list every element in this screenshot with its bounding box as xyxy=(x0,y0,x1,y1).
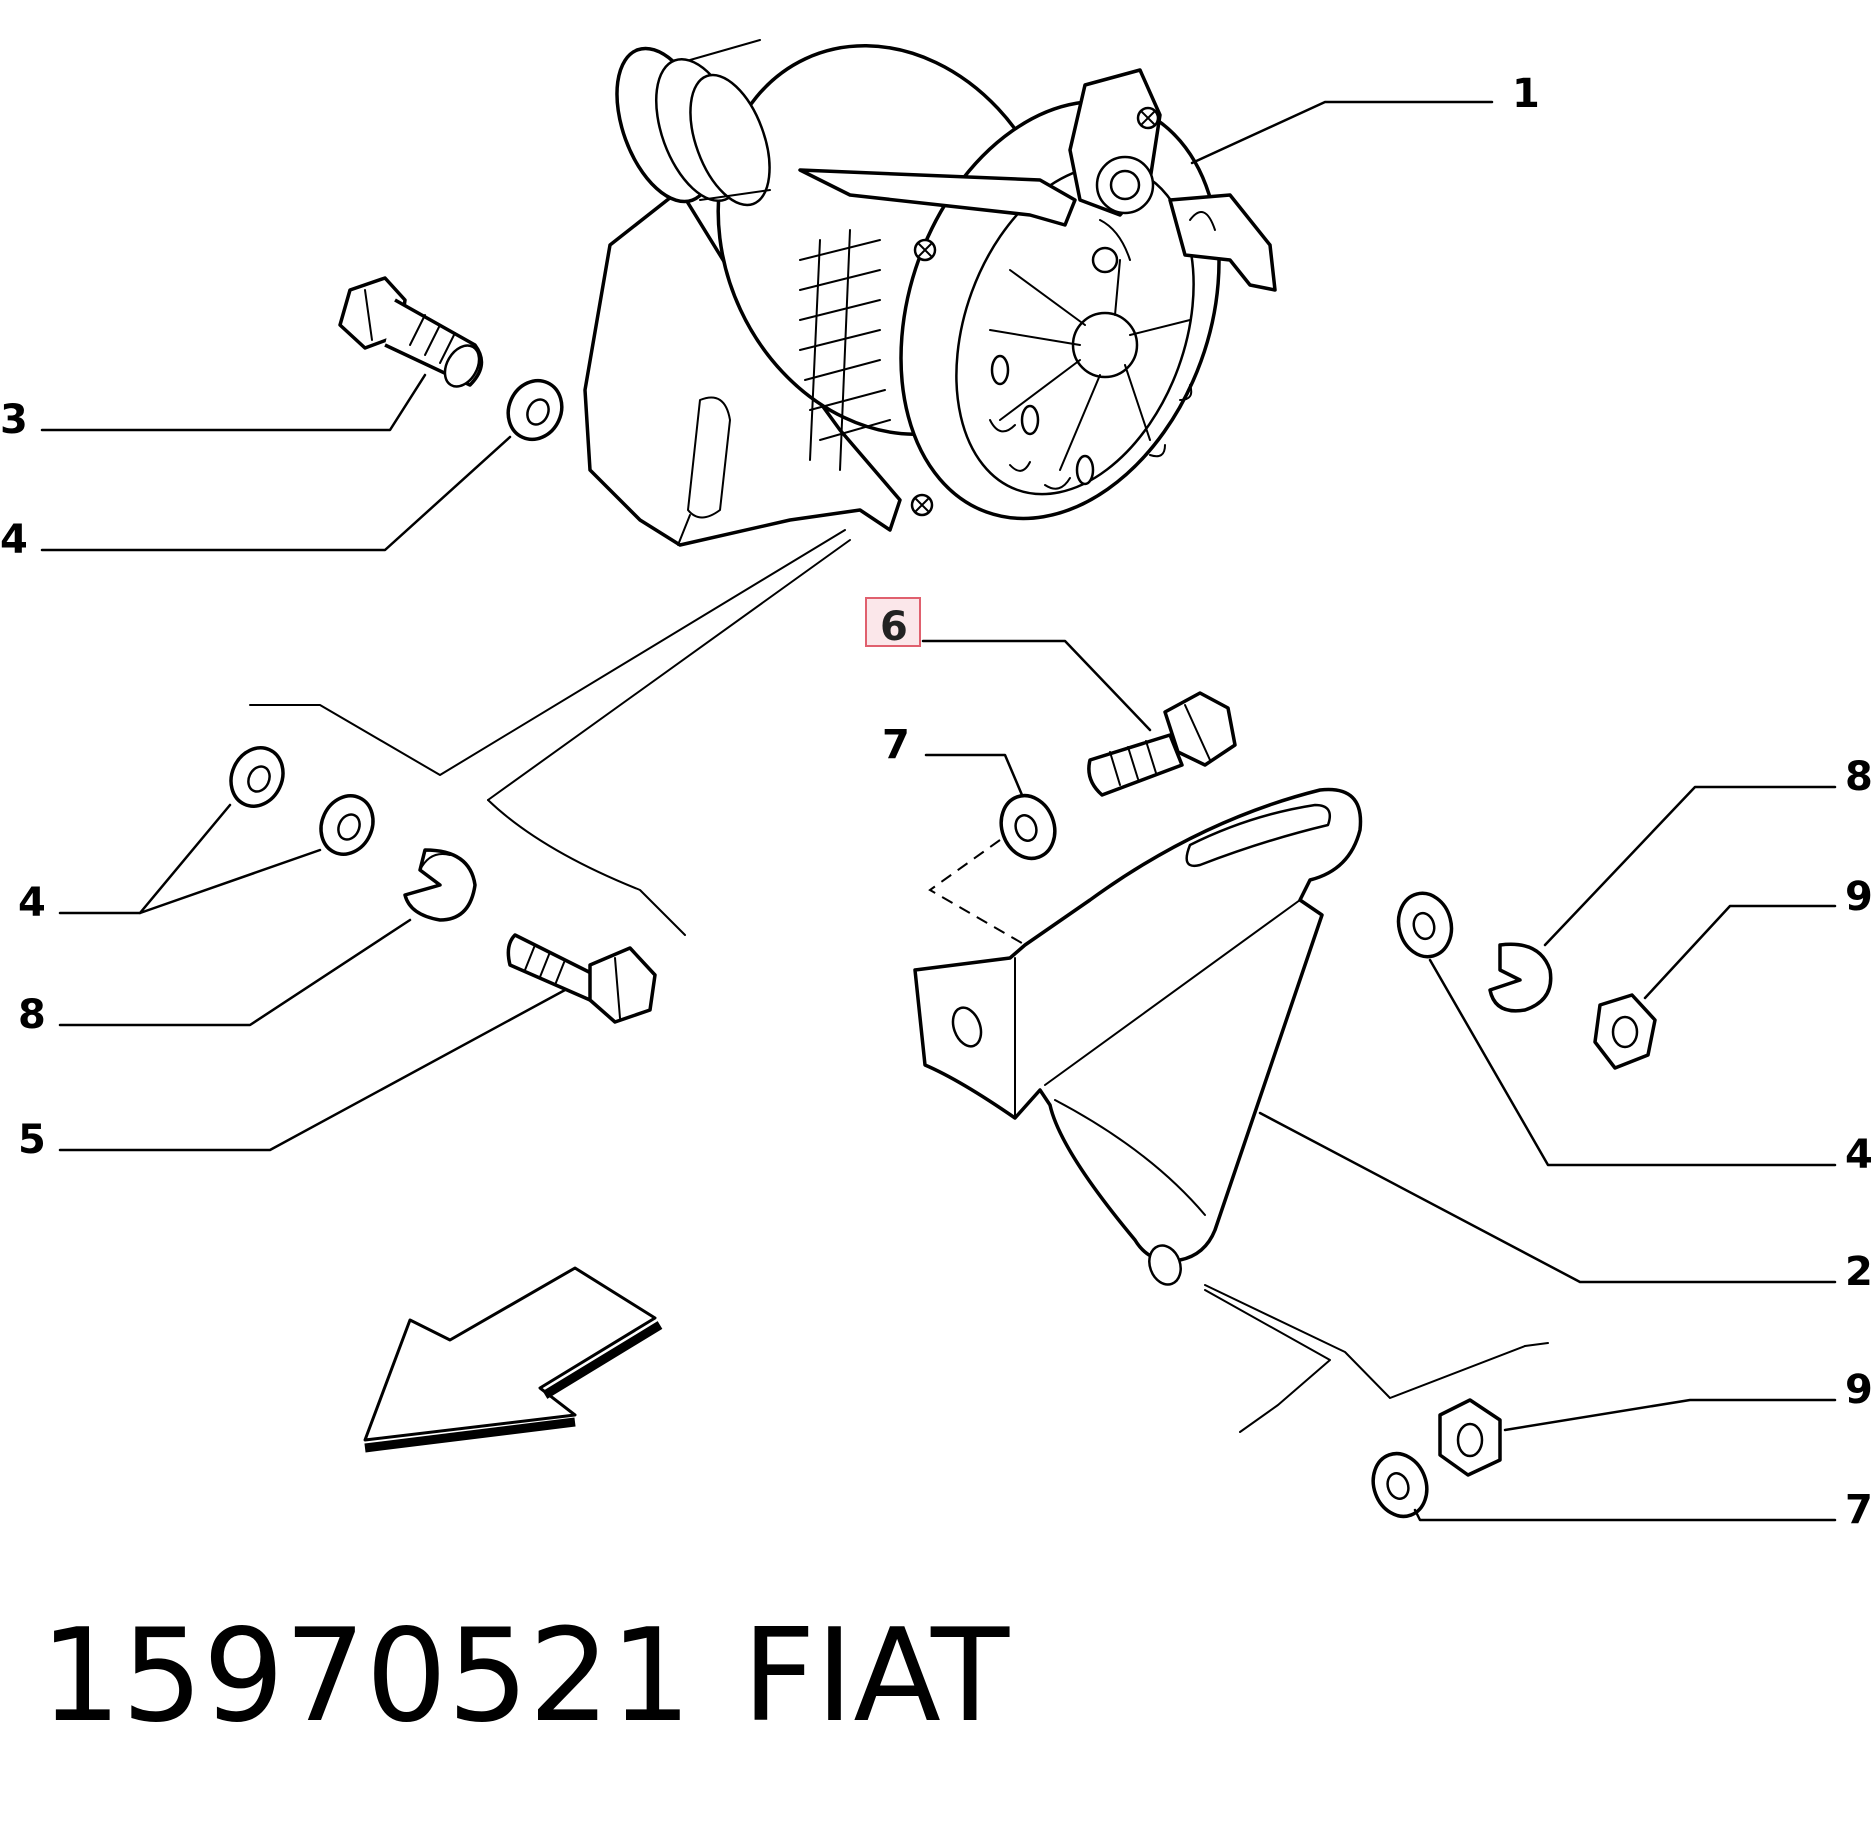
washer-4-upper-drawing xyxy=(506,378,564,442)
callout-1[interactable]: 1 xyxy=(1512,71,1540,117)
callout-9-lower[interactable]: 9 xyxy=(1845,1367,1873,1413)
clip-nut-8-left-drawing xyxy=(403,848,477,922)
callout-2[interactable]: 2 xyxy=(1845,1249,1873,1295)
bolt-5-drawing xyxy=(506,933,657,1024)
callout-4-upper[interactable]: 4 xyxy=(0,517,28,563)
nut-9-upper-drawing xyxy=(1593,993,1657,1070)
brand-name: FIAT xyxy=(742,1602,1010,1751)
callout-7-upper[interactable]: 7 xyxy=(882,722,910,768)
callout-6-highlight[interactable]: 6 xyxy=(865,597,921,650)
callout-9-upper[interactable]: 9 xyxy=(1845,874,1873,920)
callout-7-lower[interactable]: 7 xyxy=(1845,1487,1873,1533)
part-number: 15970521 xyxy=(40,1602,692,1751)
callout-3[interactable]: 3 xyxy=(0,397,28,443)
washer-7-lower-drawing xyxy=(1371,1451,1429,1519)
callout-4-left[interactable]: 4 xyxy=(18,880,46,926)
clip-nut-8-right-drawing xyxy=(1488,942,1553,1013)
callout-5[interactable]: 5 xyxy=(18,1117,46,1163)
callout-4-right[interactable]: 4 xyxy=(1845,1132,1873,1178)
washer-4-left-a-drawing xyxy=(229,746,285,808)
direction-arrow xyxy=(363,1266,663,1453)
callout-6-highlight-box xyxy=(865,597,921,647)
callout-8-left[interactable]: 8 xyxy=(18,992,46,1038)
callouts: 1 3 4 6 7 4 8 5 8 9 4 2 9 7 xyxy=(0,71,1873,1533)
assembly-path-dashed xyxy=(928,839,1063,986)
nut-9-lower-drawing xyxy=(1438,1398,1502,1477)
bracket-2-drawing xyxy=(913,787,1363,1286)
washer-4-left-b-drawing xyxy=(319,794,375,856)
leader-lines xyxy=(40,100,1837,1522)
bolt-3-drawing xyxy=(338,276,484,388)
bolt-6-drawing xyxy=(1087,691,1237,797)
alternator-drawing xyxy=(583,39,1277,547)
washer-4-right-drawing xyxy=(1396,891,1454,959)
reference-lines xyxy=(249,529,1549,1433)
callout-8-right[interactable]: 8 xyxy=(1845,754,1873,800)
washer-7-upper-drawing xyxy=(999,793,1057,861)
callout-6[interactable]: 6 xyxy=(880,604,908,650)
